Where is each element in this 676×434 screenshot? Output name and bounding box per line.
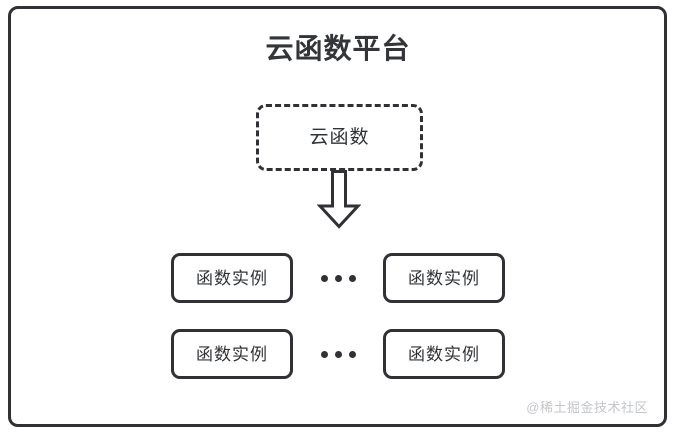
function-instance-box: 函数实例 — [171, 253, 293, 303]
ellipsis-dot — [334, 350, 342, 358]
ellipsis-dot — [320, 350, 328, 358]
function-instance-box: 函数实例 — [383, 253, 505, 303]
ellipsis-dot — [334, 274, 342, 282]
instance-row-1: 函数实例 函数实例 — [0, 253, 676, 303]
function-instance-label: 函数实例 — [408, 268, 480, 288]
function-instance-label: 函数实例 — [408, 344, 480, 364]
down-block-arrow-icon — [316, 170, 362, 230]
page-title: 云函数平台 — [265, 33, 411, 64]
instance-row-2: 函数实例 函数实例 — [0, 329, 676, 379]
function-instance-box: 函数实例 — [171, 329, 293, 379]
watermark: @稀土掘金技术社区 — [526, 400, 648, 415]
ellipsis-dot — [348, 350, 356, 358]
ellipsis-icon — [293, 350, 383, 358]
ellipsis-icon — [293, 274, 383, 282]
function-instance-label: 函数实例 — [196, 268, 268, 288]
function-instance-box: 函数实例 — [383, 329, 505, 379]
function-instance-label: 函数实例 — [196, 344, 268, 364]
cloud-function-node: 云函数 — [256, 104, 423, 171]
ellipsis-dot — [348, 274, 356, 282]
cloud-function-label: 云函数 — [309, 127, 370, 148]
ellipsis-dot — [320, 274, 328, 282]
